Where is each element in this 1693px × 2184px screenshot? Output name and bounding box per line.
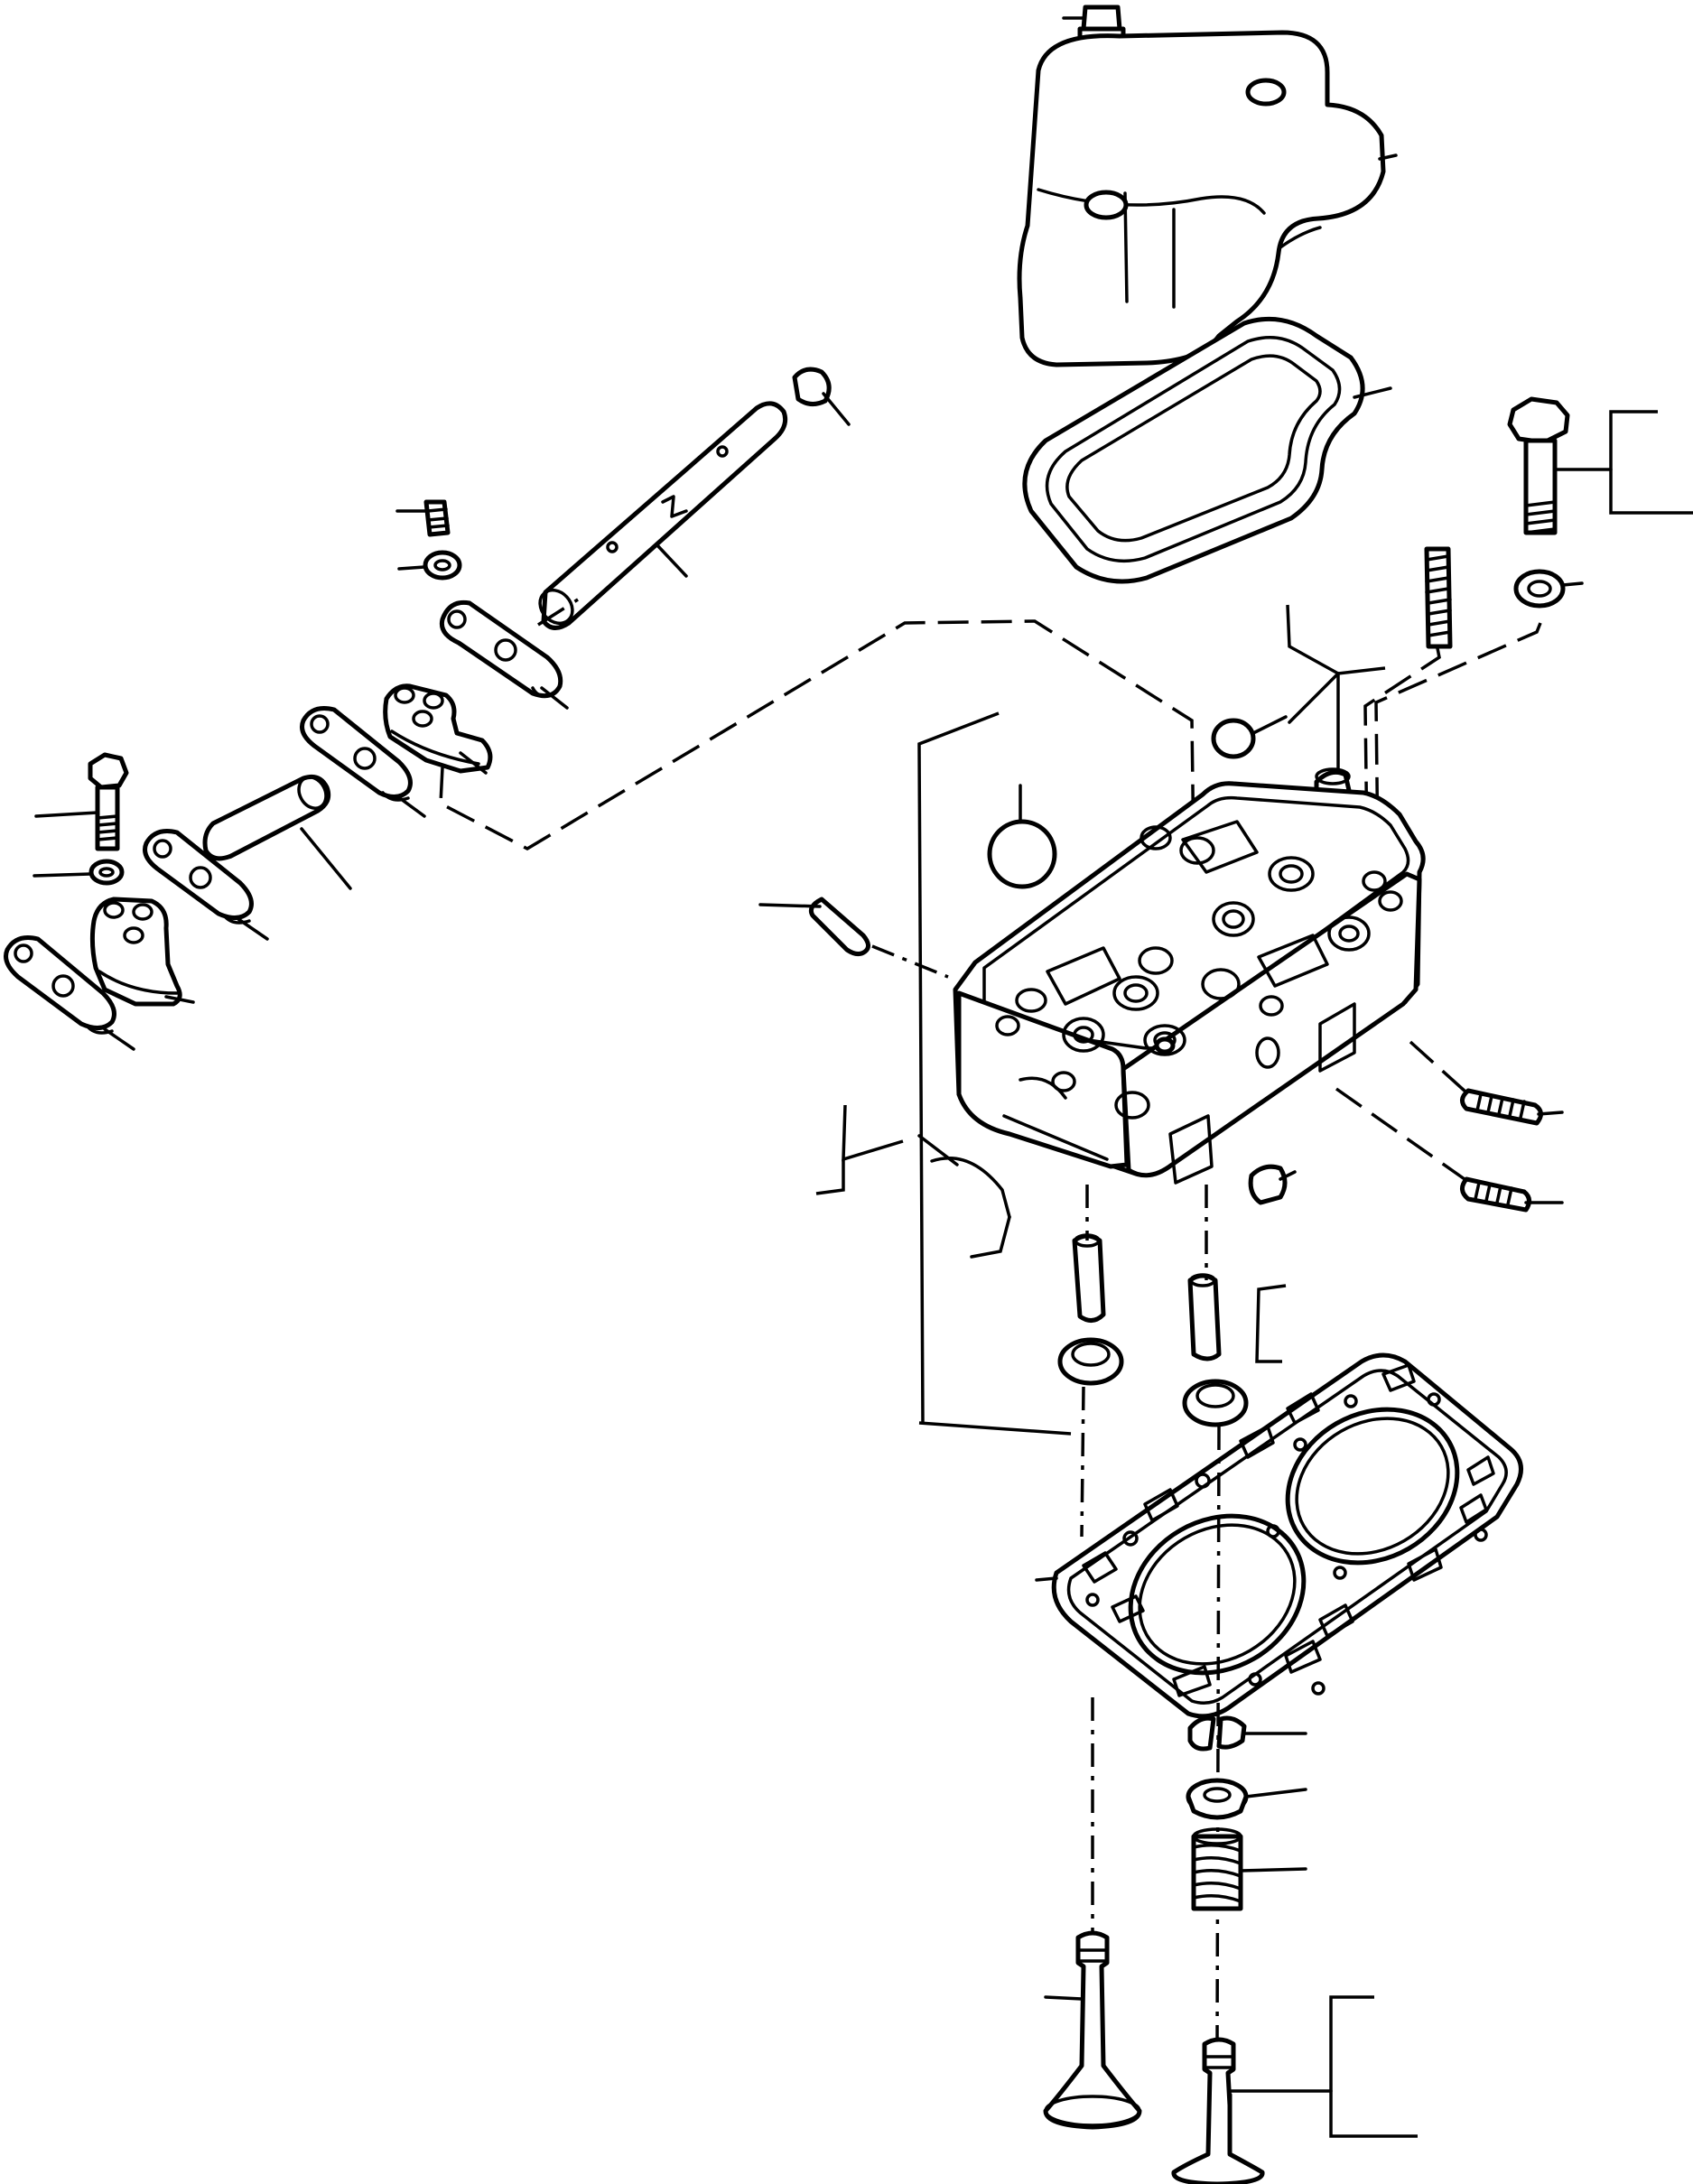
head-stud-path-line	[1363, 647, 1441, 850]
valve-guide-left	[1072, 1233, 1106, 1323]
head-side-plug	[1248, 1164, 1297, 1205]
rocker-arm-lower-left	[4, 935, 135, 1051]
head-expansion-plug-large	[987, 784, 1057, 889]
dowel-pin-left	[758, 897, 870, 957]
valve-guide-right	[1187, 1273, 1222, 1362]
side-stud-lower-line	[1335, 1087, 1466, 1181]
rocker-to-head-line	[439, 619, 1195, 857]
head-group-leader	[917, 1134, 959, 1166]
head-side-leader-end	[970, 1215, 1011, 1259]
cover-cap-screw	[1062, 5, 1126, 41]
head-group-bracket-bottom	[918, 1421, 1072, 1436]
exhaust-valve	[1171, 2037, 1333, 2184]
valve-left-center-line	[1080, 1386, 1085, 1538]
rocker-shaft-plug	[792, 367, 851, 426]
head-bolt-path-line	[1374, 622, 1542, 859]
head-bolt-bracket	[1609, 410, 1693, 515]
rocker-arm-middle	[300, 706, 426, 818]
valve-seal-right	[1182, 1379, 1249, 1427]
rocker-arm-upper	[439, 599, 569, 710]
rocker-bracket-bolt-washer	[33, 859, 125, 886]
head-side-leader	[930, 1157, 1011, 1219]
valve-cover-gasket	[1022, 316, 1392, 584]
cylinder-head	[953, 781, 1426, 1185]
head-side-stud-upper	[1460, 1088, 1564, 1126]
valve-cover	[1017, 30, 1398, 367]
rocker-shaft-screw	[395, 499, 451, 537]
rocker-bracket-bolt	[34, 752, 129, 851]
exhaust-valve-bracket	[1329, 1995, 1418, 2138]
valve-spring-retainer	[1186, 1778, 1307, 1820]
shaft-to-rocker-line	[537, 598, 579, 627]
valve-spring	[1191, 1827, 1307, 1911]
rocker-bracket-upper	[383, 683, 493, 775]
rocker-shaft-screw-washer	[397, 550, 462, 581]
rocker-shaft	[538, 401, 788, 630]
intake-valve	[1043, 1930, 1142, 2130]
head-assembly-bracket-lower	[815, 1159, 845, 1195]
rocker-bracket-lower	[89, 897, 195, 1007]
head-side-stud-lower	[1460, 1176, 1564, 1213]
rocker-shaft-short	[202, 774, 352, 890]
head-bolt	[1507, 396, 1613, 535]
head-bolt-washer	[1513, 569, 1584, 609]
valve-keepers	[1187, 1715, 1307, 1752]
head-expansion-plug-upper	[1211, 604, 1386, 759]
valve-seal-left	[1057, 1337, 1124, 1386]
head-group-bracket	[917, 711, 1000, 1424]
cylinder-head-gasket	[1035, 1352, 1523, 1719]
head-stud	[1424, 546, 1453, 649]
head-assembly-bracket	[842, 1104, 904, 1162]
rocker-arm-lower-right	[143, 829, 269, 941]
dowel-center-line	[871, 944, 949, 979]
side-stud-upper-line	[1409, 1040, 1468, 1094]
valve-guide-bracket	[1255, 1284, 1287, 1363]
